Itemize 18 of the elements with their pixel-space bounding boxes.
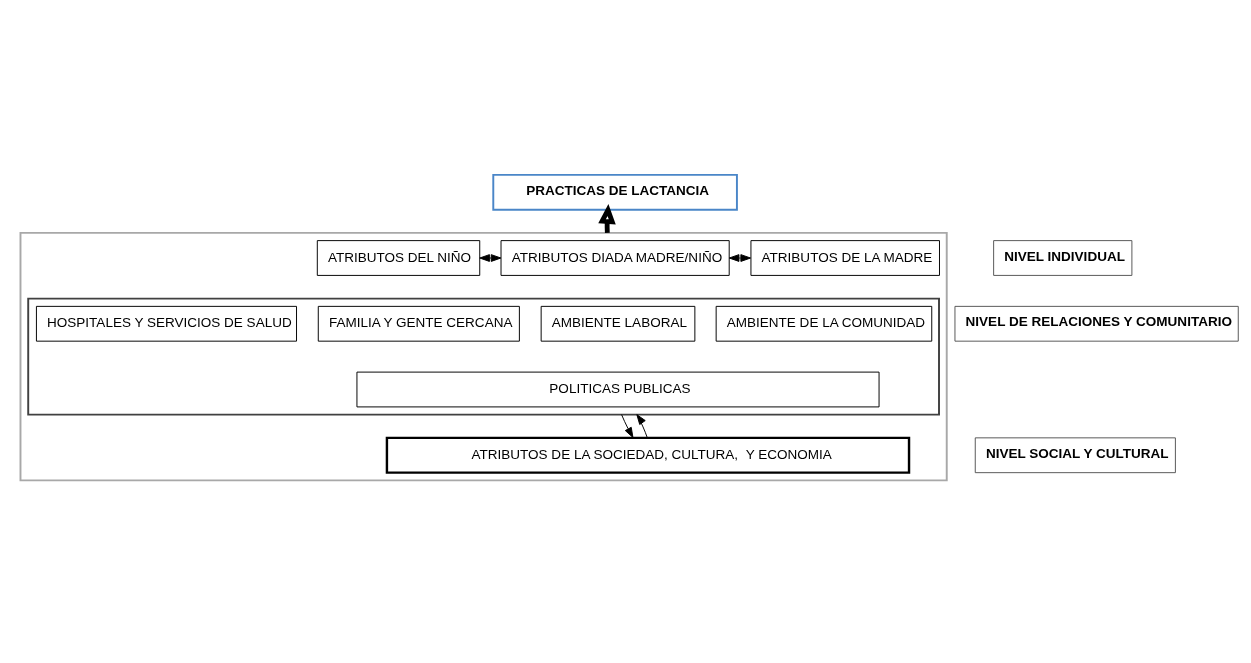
cluster bbox=[27, 297, 940, 416]
node-box: ATRIBUTOS DEL NIÑO bbox=[316, 240, 481, 276]
node-box: PRACTICAS DE LACTANCIA bbox=[492, 173, 738, 211]
arrow bbox=[636, 414, 648, 438]
node-box: AMBIENTE DE LA COMUNIDAD bbox=[715, 305, 933, 342]
arrow bbox=[479, 254, 502, 262]
cluster bbox=[19, 231, 948, 482]
node-box: NIVEL DE RELACIONES Y COMUNITARIO bbox=[954, 305, 1239, 342]
node-box: POLITICAS PUBLICAS bbox=[356, 371, 880, 408]
node-box: NIVEL SOCIAL Y CULTURAL bbox=[974, 437, 1176, 474]
node-box: ATRIBUTOS DE LA SOCIEDAD, CULTURA, Y ECONOMIA bbox=[385, 436, 911, 474]
node-box: ATRIBUTOS DIADA MADRE/NIÑO bbox=[500, 240, 730, 276]
node-box: FAMILIA Y GENTE CERCANA bbox=[317, 305, 520, 342]
node-box: NIVEL INDIVIDUAL bbox=[993, 240, 1133, 276]
node-box: AMBIENTE LABORAL bbox=[540, 305, 696, 342]
node-box: ATRIBUTOS DE LA MADRE bbox=[750, 240, 940, 276]
node-box: HOSPITALES Y SERVICIOS DE SALUD bbox=[35, 305, 297, 342]
arrow bbox=[621, 414, 634, 438]
